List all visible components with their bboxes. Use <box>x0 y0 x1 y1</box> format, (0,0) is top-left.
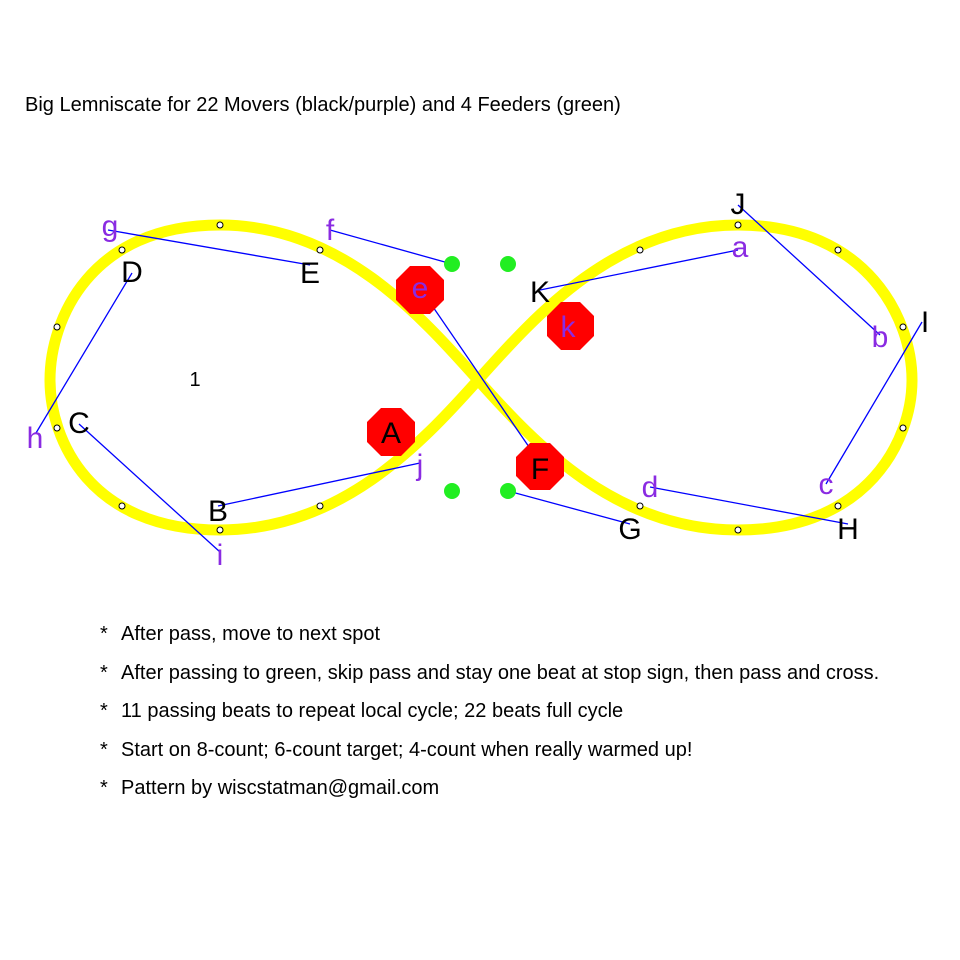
note-text: After pass, move to next spot <box>121 623 381 645</box>
mover-i: i <box>217 539 224 572</box>
note-text: Pattern by wiscstatman@gmail.com <box>121 777 440 799</box>
mover-c: c <box>819 468 834 501</box>
spot-marker <box>834 502 842 510</box>
purple-movers: a b c d e f g h i j k <box>27 210 889 572</box>
spot-marker <box>53 323 61 331</box>
diagram-title: Big Lemniscate for 22 Movers (black/purp… <box>25 94 621 116</box>
note-item: * After pass, move to next spot <box>100 623 879 662</box>
note-item: * 11 passing beats to repeat local cycle;… <box>100 700 879 739</box>
mover-K: K <box>530 276 550 309</box>
mover-f: f <box>326 214 335 247</box>
pass-line-G-feeder <box>507 490 631 525</box>
note-item: * Pattern by wiscstatman@gmail.com <box>100 777 879 816</box>
pass-line-f-feeder <box>329 229 453 265</box>
feeder-bottom-right <box>500 483 516 499</box>
note-text: 11 passing beats to repeat local cycle; … <box>121 700 624 722</box>
mover-I: I <box>921 306 929 339</box>
spot-marker <box>216 221 224 229</box>
note-item: * After passing to green, skip pass and s… <box>100 662 879 701</box>
feeder-top-left <box>444 256 460 272</box>
mover-J: J <box>731 188 746 221</box>
note-item: * Start on 8-count; 6-count target; 4-cou… <box>100 739 879 778</box>
mover-a: a <box>732 231 749 264</box>
mover-k: k <box>561 311 577 344</box>
bullet-star: * <box>100 777 108 799</box>
mover-e: e <box>412 272 429 305</box>
mover-g: g <box>102 210 119 243</box>
mover-H: H <box>837 513 859 546</box>
pass-line-H-d <box>649 486 849 525</box>
mover-G: G <box>618 513 641 546</box>
bullet-star: * <box>100 700 108 722</box>
spot-marker <box>899 323 907 331</box>
mover-E: E <box>300 257 320 290</box>
spot-number: 1 <box>189 369 200 391</box>
stop-signs <box>367 266 594 490</box>
spot-marker <box>118 502 126 510</box>
pass-lines <box>35 204 923 553</box>
mover-C: C <box>68 407 90 440</box>
mover-j: j <box>416 449 424 482</box>
mover-D: D <box>121 256 143 289</box>
spot-marker <box>636 246 644 254</box>
pass-line-B-j <box>217 462 421 507</box>
spot-marker <box>734 221 742 229</box>
stop-sign <box>396 266 444 314</box>
spot-marker <box>899 424 907 432</box>
instruction-notes: * After pass, move to next spot * After pa… <box>100 623 879 816</box>
pass-line-C-i <box>78 423 221 553</box>
feeders <box>444 256 516 499</box>
spot-marker <box>216 526 224 534</box>
note-text: After passing to green, skip pass and st… <box>121 661 880 684</box>
stop-sign <box>547 302 594 350</box>
bullet-star: * <box>100 661 108 684</box>
bullet-star: * <box>100 738 108 761</box>
black-movers: A B C D E F G H I J K <box>68 188 929 546</box>
pass-line-I-c <box>825 321 923 485</box>
bullet-star: * <box>100 623 108 645</box>
spot-marker <box>316 246 324 254</box>
pass-line-e-F <box>419 287 541 464</box>
note-text: Start on 8-count; 6-count target; 4-coun… <box>121 738 693 761</box>
spot-marker <box>53 424 61 432</box>
pass-line-K-a <box>539 249 739 291</box>
mover-B: B <box>208 495 228 528</box>
mover-F: F <box>531 453 549 486</box>
mover-b: b <box>872 321 889 354</box>
pass-line-E-g <box>107 229 311 266</box>
feeder-top-right <box>500 256 516 272</box>
spot-markers <box>53 221 907 534</box>
mover-h: h <box>27 422 44 455</box>
feeder-bottom-left <box>444 483 460 499</box>
spot-marker <box>734 526 742 534</box>
spot-marker <box>118 246 126 254</box>
pass-line-D-h <box>35 272 133 434</box>
stop-sign <box>367 408 415 456</box>
spot-marker <box>636 502 644 510</box>
spot-marker <box>316 502 324 510</box>
spot-marker <box>834 246 842 254</box>
stop-sign <box>516 443 564 490</box>
lemniscate-track <box>44 219 918 536</box>
pass-line-J-b <box>737 204 881 336</box>
mover-d: d <box>642 471 659 504</box>
mover-A: A <box>381 417 401 450</box>
